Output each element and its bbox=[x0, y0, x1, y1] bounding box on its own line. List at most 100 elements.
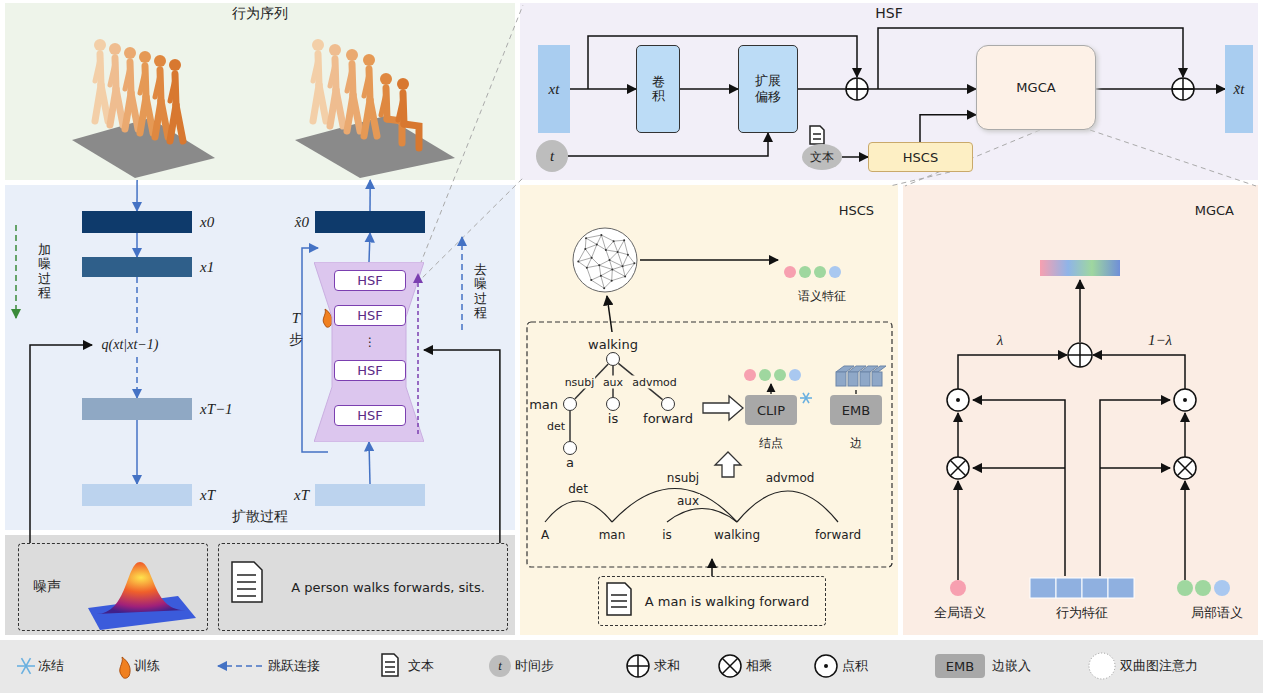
graph-edge bbox=[606, 250, 610, 260]
legend-text: 边嵌入 bbox=[992, 657, 1031, 675]
figure-head bbox=[94, 39, 106, 51]
panel: 行为序列 bbox=[5, 3, 515, 180]
text-label: man bbox=[599, 528, 626, 542]
node-label: t bbox=[550, 148, 554, 165]
snowflake-icon bbox=[803, 393, 809, 403]
figure-head bbox=[346, 49, 358, 61]
legend-text: 文本 bbox=[408, 657, 434, 675]
node-label: x̃t bbox=[1234, 81, 1245, 98]
figure-arm bbox=[398, 98, 403, 120]
node-label: x̂0 bbox=[295, 214, 309, 231]
figure-leg bbox=[161, 101, 168, 137]
text-label: nsubj bbox=[666, 471, 700, 485]
process-box: x̂0 bbox=[315, 211, 425, 233]
figure-head bbox=[109, 43, 121, 55]
graph-edge bbox=[585, 249, 591, 258]
panel: 扩散过程x0x1xT−1xTx̂0HSFHSFHSFHSFxT bbox=[5, 185, 515, 530]
figure-head bbox=[124, 47, 136, 59]
human-figure bbox=[139, 51, 153, 133]
tree-vertex: walking bbox=[606, 352, 620, 366]
human-figure bbox=[124, 47, 138, 129]
connector bbox=[136, 233, 138, 257]
figure-leg bbox=[336, 90, 343, 126]
legend-text: 点积 bbox=[842, 657, 868, 675]
connector bbox=[570, 88, 636, 90]
graph-edge bbox=[618, 252, 628, 255]
graph-vertex bbox=[617, 251, 619, 253]
edge-label: det bbox=[546, 420, 566, 433]
figure-head bbox=[139, 51, 151, 63]
connector bbox=[424, 350, 500, 543]
graph-edge bbox=[625, 263, 634, 276]
process-box: x̃t bbox=[1225, 45, 1253, 133]
tree-vertex: man bbox=[563, 397, 577, 411]
connector bbox=[680, 88, 738, 90]
connector bbox=[369, 180, 371, 211]
graph-edge bbox=[586, 238, 597, 244]
panel: MGCA bbox=[903, 185, 1258, 635]
figure-leg bbox=[319, 85, 326, 121]
graph-vertex bbox=[623, 239, 625, 241]
graph-vertex bbox=[609, 259, 611, 261]
connector bbox=[920, 115, 976, 142]
graph-edge bbox=[606, 241, 614, 250]
graph-edge bbox=[597, 235, 602, 244]
legend-text: 冻结 bbox=[38, 657, 64, 675]
human-figure bbox=[154, 55, 168, 137]
graph-vertex bbox=[598, 264, 600, 266]
graph-edge bbox=[612, 266, 622, 269]
stack-outline bbox=[314, 262, 424, 442]
text-label: walking bbox=[714, 528, 760, 542]
panel: HSCSwalkingmanisforwardaCLIPEMBA man is … bbox=[520, 185, 898, 635]
graph-edge bbox=[606, 250, 618, 252]
panel-title: 扩散过程 bbox=[5, 508, 515, 526]
graph-vertex bbox=[611, 280, 613, 282]
node-label: 文本 bbox=[810, 149, 834, 166]
graph-edge bbox=[591, 276, 601, 280]
human-figure bbox=[94, 39, 108, 121]
figure-leg bbox=[387, 119, 402, 143]
process-box: HSF bbox=[334, 270, 406, 291]
legend-text: 跳跃连接 bbox=[268, 657, 320, 675]
node-label: forward bbox=[643, 411, 693, 426]
process-box: HSF bbox=[334, 305, 406, 326]
graph-edge bbox=[611, 269, 613, 280]
node-label: A person walks forwards, sits. bbox=[291, 580, 485, 595]
graph-edge bbox=[601, 235, 605, 250]
process-box: x1 bbox=[82, 257, 192, 277]
node-label: 扩展偏移 bbox=[755, 73, 781, 106]
figure-head bbox=[154, 55, 166, 67]
human-figure bbox=[346, 49, 360, 131]
graph-edge bbox=[601, 269, 612, 275]
graph-edge bbox=[623, 255, 628, 267]
connector bbox=[568, 133, 768, 156]
text-label: 加噪过程 bbox=[38, 243, 51, 300]
graph-vertex bbox=[584, 248, 586, 250]
legend-text: 双曲图注意力 bbox=[1120, 657, 1198, 675]
graph-edge bbox=[601, 235, 613, 241]
edge-label: aux bbox=[602, 375, 624, 388]
human-figure bbox=[397, 78, 419, 148]
graph-edge bbox=[612, 276, 625, 280]
node-label: is bbox=[608, 411, 618, 426]
graph-edge bbox=[618, 240, 625, 252]
figure-leg bbox=[116, 89, 123, 125]
graph-edge bbox=[599, 260, 609, 265]
snowflake-icon bbox=[803, 393, 809, 403]
graph-edge bbox=[586, 235, 601, 238]
text-label: 边 bbox=[850, 435, 862, 452]
process-box: 卷积 bbox=[636, 45, 680, 133]
panel: HSFHSFHSFHSF bbox=[314, 262, 424, 442]
tree-vertex: forward bbox=[661, 397, 675, 411]
tree-vertex: is bbox=[606, 397, 620, 411]
graph-vertex bbox=[585, 237, 587, 239]
figure-head bbox=[329, 44, 341, 56]
node-label: MGCA bbox=[1016, 80, 1055, 95]
graph-vertex bbox=[590, 279, 592, 281]
process-box: HSF bbox=[334, 405, 406, 426]
tree-vertex: a bbox=[563, 441, 577, 455]
process-box: t bbox=[536, 140, 568, 172]
node-label: xT bbox=[294, 487, 309, 504]
legend-text: 训练 bbox=[134, 657, 160, 675]
graph-vertex bbox=[586, 267, 588, 269]
